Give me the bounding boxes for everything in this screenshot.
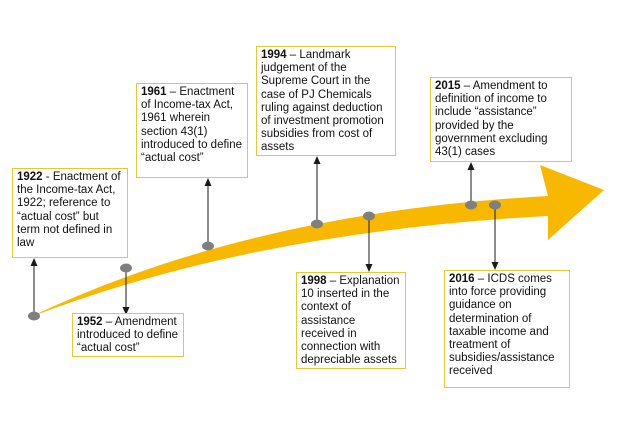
event-text: Enactment of the Income-tax Act, 1922; r… <box>17 171 121 250</box>
event-text: Amendment to definition of income to inc… <box>435 80 548 159</box>
milestone-dot-1922 <box>28 311 40 321</box>
event-year: 1961 <box>141 86 167 98</box>
milestone-dot-1998 <box>363 211 375 221</box>
event-box-1998: 1998 – Explanation 10 inserted in the co… <box>296 272 406 369</box>
event-text: Enactment of Income-tax Act, 1961 wherei… <box>141 86 243 165</box>
event-year: 1998 <box>301 275 327 287</box>
arrowhead-up-1922 <box>30 258 38 266</box>
event-box-1952: 1952 – Amendment introduced to define “a… <box>72 313 184 357</box>
arrowhead-up-2015 <box>467 162 475 170</box>
arrowhead-down-1998 <box>365 264 373 272</box>
milestone-dot-1994 <box>311 219 323 229</box>
milestone-dot-1961 <box>202 241 214 251</box>
timeline-arrow <box>28 165 604 318</box>
event-box-1922: 1922 - Enactment of the Income-tax Act, … <box>12 168 128 258</box>
event-text: Landmark judgement of the Supreme Court … <box>261 49 384 154</box>
event-year: 2016 <box>449 273 475 285</box>
event-box-1961: 1961 – Enactment of Income-tax Act, 1961… <box>136 83 248 178</box>
milestone-dot-2016 <box>489 200 501 210</box>
event-year: 1952 <box>77 316 103 328</box>
event-box-2016: 2016 – ICDS comes into force providing g… <box>444 270 570 388</box>
event-text: Amendment introduced to define “actual c… <box>77 316 179 355</box>
arrowhead-down-1952 <box>122 307 130 315</box>
arrowhead-up-1961 <box>204 178 212 186</box>
event-text: ICDS comes into force providing guidance… <box>449 273 555 378</box>
arrowhead-up-1994 <box>313 156 321 164</box>
event-text: Explanation 10 inserted in the context o… <box>301 275 400 367</box>
event-year: 1994 <box>261 49 287 61</box>
event-box-2015: 2015 – Amendment to definition of income… <box>430 77 572 162</box>
arrowhead-down-2016 <box>491 262 499 270</box>
event-year: 1922 <box>17 171 43 183</box>
event-box-1994: 1994 – Landmark judgement of the Supreme… <box>256 46 396 156</box>
milestone-dot-2015 <box>465 200 477 210</box>
event-year: 2015 <box>435 80 461 92</box>
milestone-dot-1952 <box>120 263 132 273</box>
